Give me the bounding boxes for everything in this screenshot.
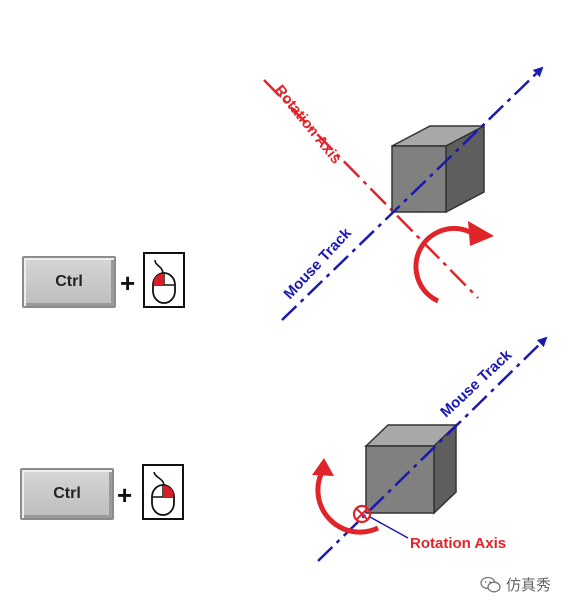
rotation-axis-line bbox=[263, 79, 479, 299]
ctrl-key-2: Ctrl bbox=[20, 468, 114, 520]
watermark-text: 仿真秀 bbox=[506, 576, 552, 594]
rotation-arrow bbox=[413, 221, 494, 304]
plus-sign: + bbox=[120, 268, 136, 298]
plus-sign-2: + bbox=[117, 480, 133, 510]
rotation-arrow-2 bbox=[312, 458, 380, 535]
mouse-icon-2 bbox=[142, 464, 184, 520]
mouse-icon bbox=[143, 252, 185, 308]
mouse-track-line-2 bbox=[317, 336, 548, 562]
mouse-track-label: Mouse Track bbox=[280, 224, 355, 303]
mouse-track-line bbox=[281, 66, 544, 321]
rotation-axis-symbol bbox=[352, 504, 372, 524]
cube bbox=[391, 124, 485, 214]
rotation-axis-leader bbox=[369, 516, 409, 539]
ctrl-key: Ctrl bbox=[22, 256, 116, 308]
mouse-track-label-2: Mouse Track bbox=[437, 346, 516, 421]
wechat-icon bbox=[480, 576, 501, 592]
rotation-axis-label-2: Rotation Axis bbox=[410, 535, 506, 552]
watermark: 仿真秀 bbox=[480, 574, 551, 595]
rotation-axis-label: Rotation Axis bbox=[271, 82, 345, 167]
